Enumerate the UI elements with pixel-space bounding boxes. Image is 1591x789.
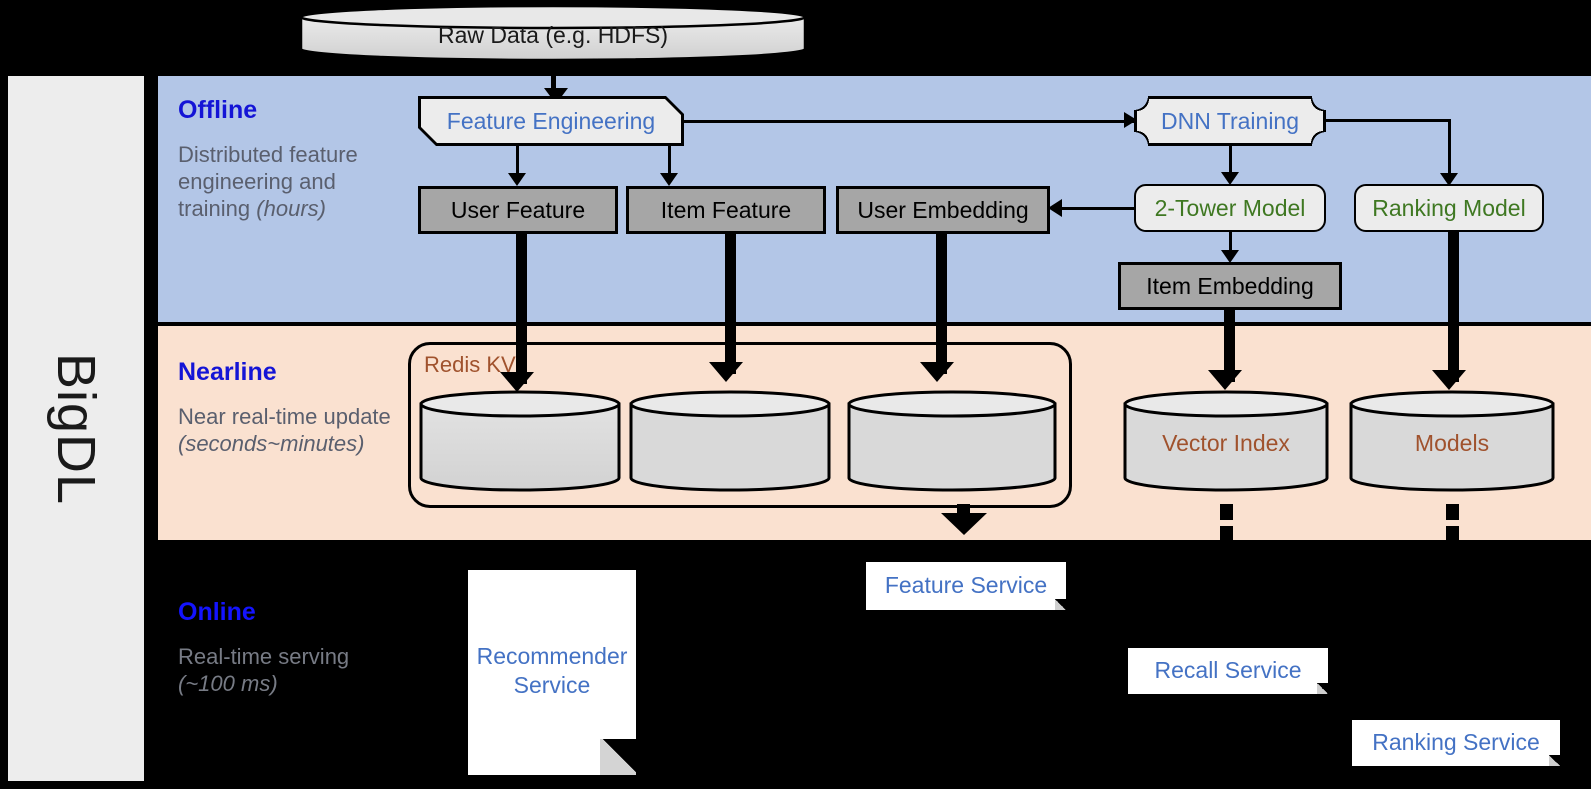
feature-service-label: Feature Service bbox=[884, 572, 1048, 599]
two-tower-model-label: 2-Tower Model bbox=[1154, 194, 1306, 221]
feature-engineering-label: Feature Engineering bbox=[421, 99, 681, 143]
offline-subtitle: Distributed feature engineering and trai… bbox=[178, 142, 408, 222]
ranking-service-label: Ranking Service bbox=[1372, 729, 1540, 756]
online-subtitle-em: (~100 ms) bbox=[178, 670, 278, 696]
link-twotower-to-itemembedding bbox=[1229, 232, 1232, 257]
item-feature-node[interactable]: Item Feature bbox=[626, 186, 826, 234]
dash-models-2 bbox=[1446, 526, 1459, 542]
link-fe-to-itemfeature bbox=[668, 146, 671, 180]
arrow-dnn-to-ranking-head bbox=[1440, 173, 1458, 186]
pipe-models-arrow bbox=[1432, 370, 1466, 390]
recommender-service-fold-icon bbox=[600, 739, 636, 775]
pipe-userembedding-arrow bbox=[920, 362, 954, 382]
feature-engineering-node[interactable]: Feature Engineering bbox=[418, 96, 684, 146]
online-subtitle-text: Real-time serving bbox=[178, 644, 350, 669]
raw-data-cylinder: Raw Data (e.g. HDFS) bbox=[298, 4, 808, 62]
arrow-fe-to-userfeature-head bbox=[508, 173, 526, 186]
redis-kv-container bbox=[408, 342, 1072, 508]
link-dnn-to-ranking-h bbox=[1326, 119, 1450, 122]
two-tower-model-node[interactable]: 2-Tower Model bbox=[1134, 184, 1326, 232]
arrow-dnn-to-twotower-head bbox=[1221, 172, 1239, 185]
item-embedding-node[interactable]: Item Embedding bbox=[1118, 262, 1342, 310]
pipe-rankingmodel-to-models bbox=[1448, 232, 1459, 382]
arrow-redis-to-featureservice bbox=[941, 513, 987, 535]
nearline-subtitle-text: Near real-time update bbox=[178, 404, 391, 429]
link-fe-to-userfeature bbox=[516, 146, 519, 180]
link-twotower-to-userembedding bbox=[1060, 207, 1136, 210]
dash-models-1 bbox=[1446, 504, 1459, 520]
pipe-userembedding-to-redis bbox=[936, 234, 947, 374]
user-feature-label: User Feature bbox=[450, 196, 586, 223]
pipe-vectorindex-arrow bbox=[1208, 370, 1242, 390]
offline-title: Offline bbox=[178, 96, 258, 124]
link-dnn-to-twotower bbox=[1229, 146, 1232, 178]
ranking-service-node[interactable]: Ranking Service bbox=[1352, 720, 1560, 766]
redis-cylinder-2 bbox=[628, 390, 832, 492]
redis-cylinder-1 bbox=[418, 390, 622, 492]
offline-subtitle-text: Distributed feature engineering and trai… bbox=[178, 142, 358, 221]
nearline-subtitle-em: (seconds~minutes) bbox=[178, 430, 365, 456]
nearline-title: Nearline bbox=[178, 358, 277, 386]
feature-service-node[interactable]: Feature Service bbox=[866, 562, 1066, 610]
item-embedding-label: Item Embedding bbox=[1146, 272, 1314, 299]
arrow-twotower-to-itemembedding-head bbox=[1221, 250, 1239, 263]
link-dnn-to-ranking-v bbox=[1448, 119, 1451, 179]
pipe-itemfeature-to-redis bbox=[725, 234, 736, 374]
recommender-service-label: Recommender Service bbox=[476, 643, 628, 698]
recall-service-node[interactable]: Recall Service bbox=[1128, 648, 1328, 694]
ranking-model-node[interactable]: Ranking Model bbox=[1354, 184, 1544, 232]
ranking-model-label: Ranking Model bbox=[1372, 194, 1526, 221]
redis-cylinder-3 bbox=[846, 390, 1058, 492]
dash-vectorindex-2 bbox=[1220, 526, 1233, 542]
pipe-itemfeature-arrow bbox=[709, 362, 743, 382]
recall-service-label: Recall Service bbox=[1154, 657, 1302, 684]
dash-vectorindex-1 bbox=[1220, 504, 1233, 520]
nearline-subtitle: Near real-time update (seconds~minutes) bbox=[178, 404, 408, 458]
arrow-rawdata-to-fe-line bbox=[551, 60, 556, 93]
link-fe-to-dnn bbox=[684, 120, 1136, 123]
online-title: Online bbox=[178, 598, 256, 626]
online-subtitle: Real-time serving (~100 ms) bbox=[178, 644, 408, 698]
item-feature-label: Item Feature bbox=[660, 196, 792, 223]
vector-index-cylinder[interactable]: Vector Index bbox=[1122, 390, 1330, 492]
recommender-service-node[interactable]: Recommender Service bbox=[468, 570, 636, 775]
user-embedding-label: User Embedding bbox=[857, 196, 1029, 223]
bigdl-sidebar: BigDL bbox=[8, 76, 144, 781]
models-cylinder[interactable]: Models bbox=[1348, 390, 1556, 492]
pipe-userfeature-arrow bbox=[500, 372, 534, 392]
user-feature-node[interactable]: User Feature bbox=[418, 186, 618, 234]
pipe-userfeature-to-redis bbox=[516, 234, 527, 384]
arrow-fe-to-itemfeature-head bbox=[660, 173, 678, 186]
pipe-itemembedding-to-vectorindex bbox=[1224, 310, 1235, 382]
redis-kv-label: Redis KV bbox=[424, 352, 516, 377]
dnn-training-node[interactable]: DNN Training bbox=[1134, 96, 1326, 146]
user-embedding-node[interactable]: User Embedding bbox=[836, 186, 1050, 234]
bigdl-label: BigDL bbox=[46, 352, 106, 505]
dnn-training-label: DNN Training bbox=[1137, 99, 1323, 143]
offline-subtitle-em: (hours) bbox=[256, 195, 326, 221]
arrow-twotower-to-userembedding-head bbox=[1048, 199, 1062, 217]
arrow-fe-to-dnn-head bbox=[1124, 112, 1137, 128]
